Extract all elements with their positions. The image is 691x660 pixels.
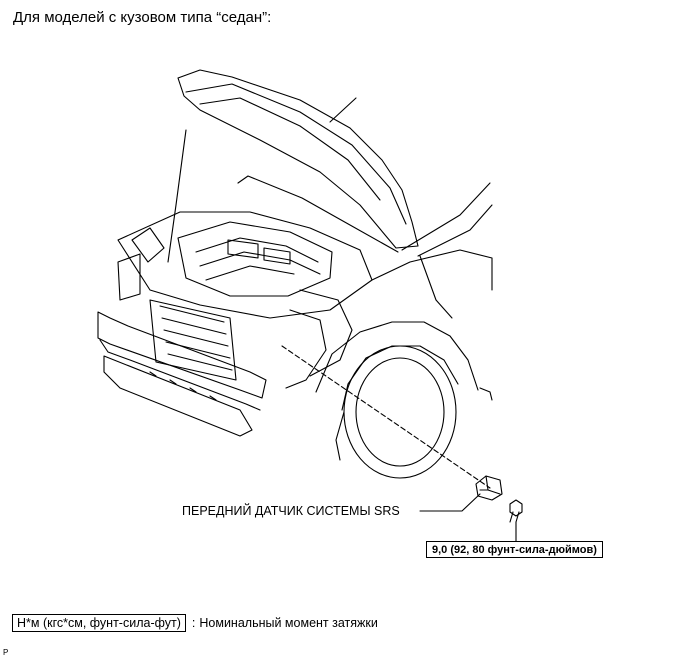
reference-code: P [3,648,9,657]
part-label-leader [419,493,481,512]
torque-callout: 9,0 (92, 80 фунт-сила-дюймов) [426,541,603,558]
windshield-edge [401,182,493,257]
torque-legend: Н*м (кгс*см, фунт-сила-фут) : Номинальны… [12,614,378,632]
radiator-support [149,299,237,381]
sensor-location-dashline [281,345,491,489]
legend-separator: : [191,616,196,630]
srs-sensor [475,475,503,501]
diagram-heading: Для моделей с кузовом типа “седан”: [13,9,272,26]
bumper-beam [97,311,267,437]
srs-sensor-label: ПЕРЕДНИЙ ДАТЧИК СИСТЕМЫ SRS [182,504,400,518]
legend-description: Номинальный момент затяжки [199,616,378,630]
sensor-bolt [509,499,523,523]
front-wheel [315,321,479,479]
engine-bay [117,211,373,389]
open-hood [177,69,419,253]
hood-prop-rod [167,129,187,263]
fender [371,249,493,401]
legend-key-box: Н*м (кгс*см, фунт-сила-фут) [12,614,186,632]
